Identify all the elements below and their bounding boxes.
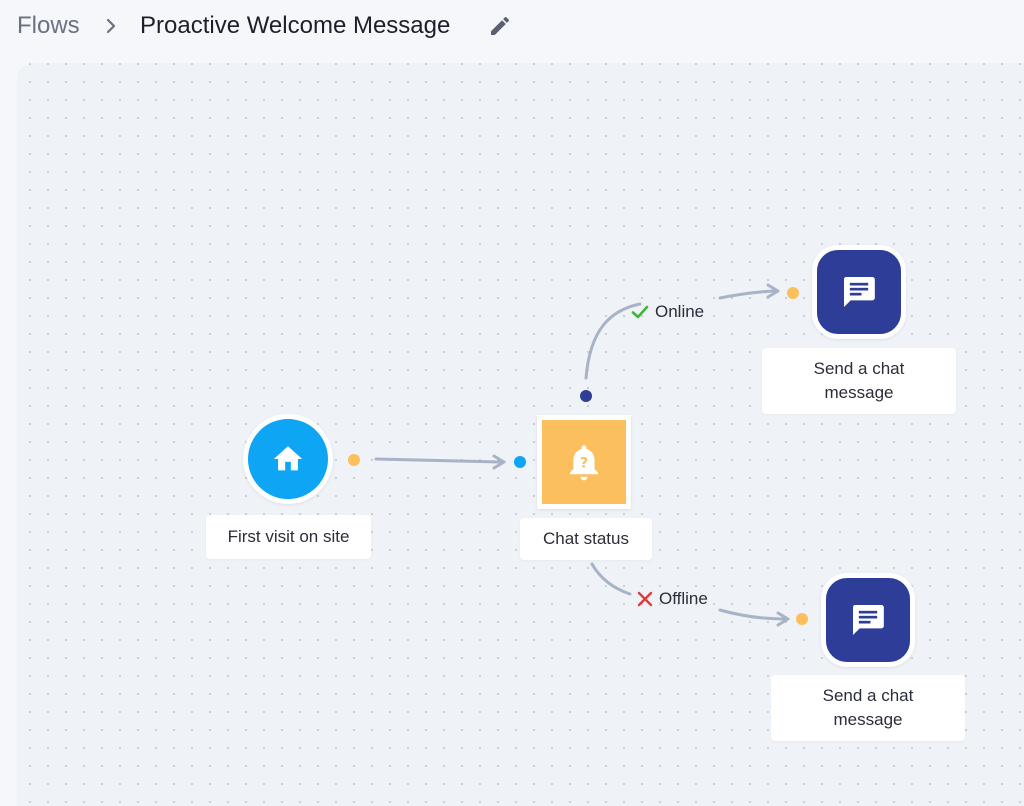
trigger-output-port[interactable] [348,454,360,466]
breadcrumb: Flows Proactive Welcome Message [0,0,1024,56]
trigger-node-first-visit[interactable] [243,414,333,504]
checkmark-icon [631,305,649,319]
home-icon [273,446,303,471]
page-title: Proactive Welcome Message [140,12,451,39]
online-action-label-line2: message [824,383,894,402]
edge-label-online-text: Online [655,302,705,321]
online-action-label-line1: Send a chat [813,359,905,378]
flow-canvas[interactable] [17,63,1024,806]
trigger-node-label[interactable]: First visit on site [206,515,371,559]
chat-message-icon [852,605,884,635]
offline-action-input-port[interactable] [796,613,808,625]
edge-label-online[interactable]: Online [630,302,704,322]
offline-action-label-line1: Send a chat [822,686,914,705]
condition-node-chat-status[interactable]: ? [537,415,631,509]
offline-action-label[interactable]: Send a chat message [771,675,965,741]
edge-label-offline[interactable]: Offline [636,589,708,609]
condition-input-port[interactable] [514,456,526,468]
edge-label-offline-text: Offline [659,589,708,608]
breadcrumb-flows-link[interactable]: Flows [17,12,80,39]
trigger-label-text: First visit on site [227,527,350,546]
condition-node-label[interactable]: Chat status [520,518,652,560]
chat-message-icon [843,277,875,307]
offline-action-label-line2: message [833,710,903,729]
condition-top-port[interactable] [580,390,592,402]
action-node-online-send-chat[interactable] [812,245,906,339]
svg-text:?: ? [580,455,588,471]
condition-label-text: Chat status [543,529,629,548]
cross-icon [637,591,653,607]
bell-question-icon: ? [570,445,598,481]
chevron-right-icon [100,14,122,38]
online-action-input-port[interactable] [787,287,799,299]
online-action-label[interactable]: Send a chat message [762,348,956,414]
edit-title-button[interactable] [488,14,512,38]
action-node-offline-send-chat[interactable] [821,573,915,667]
pencil-icon [491,16,510,35]
